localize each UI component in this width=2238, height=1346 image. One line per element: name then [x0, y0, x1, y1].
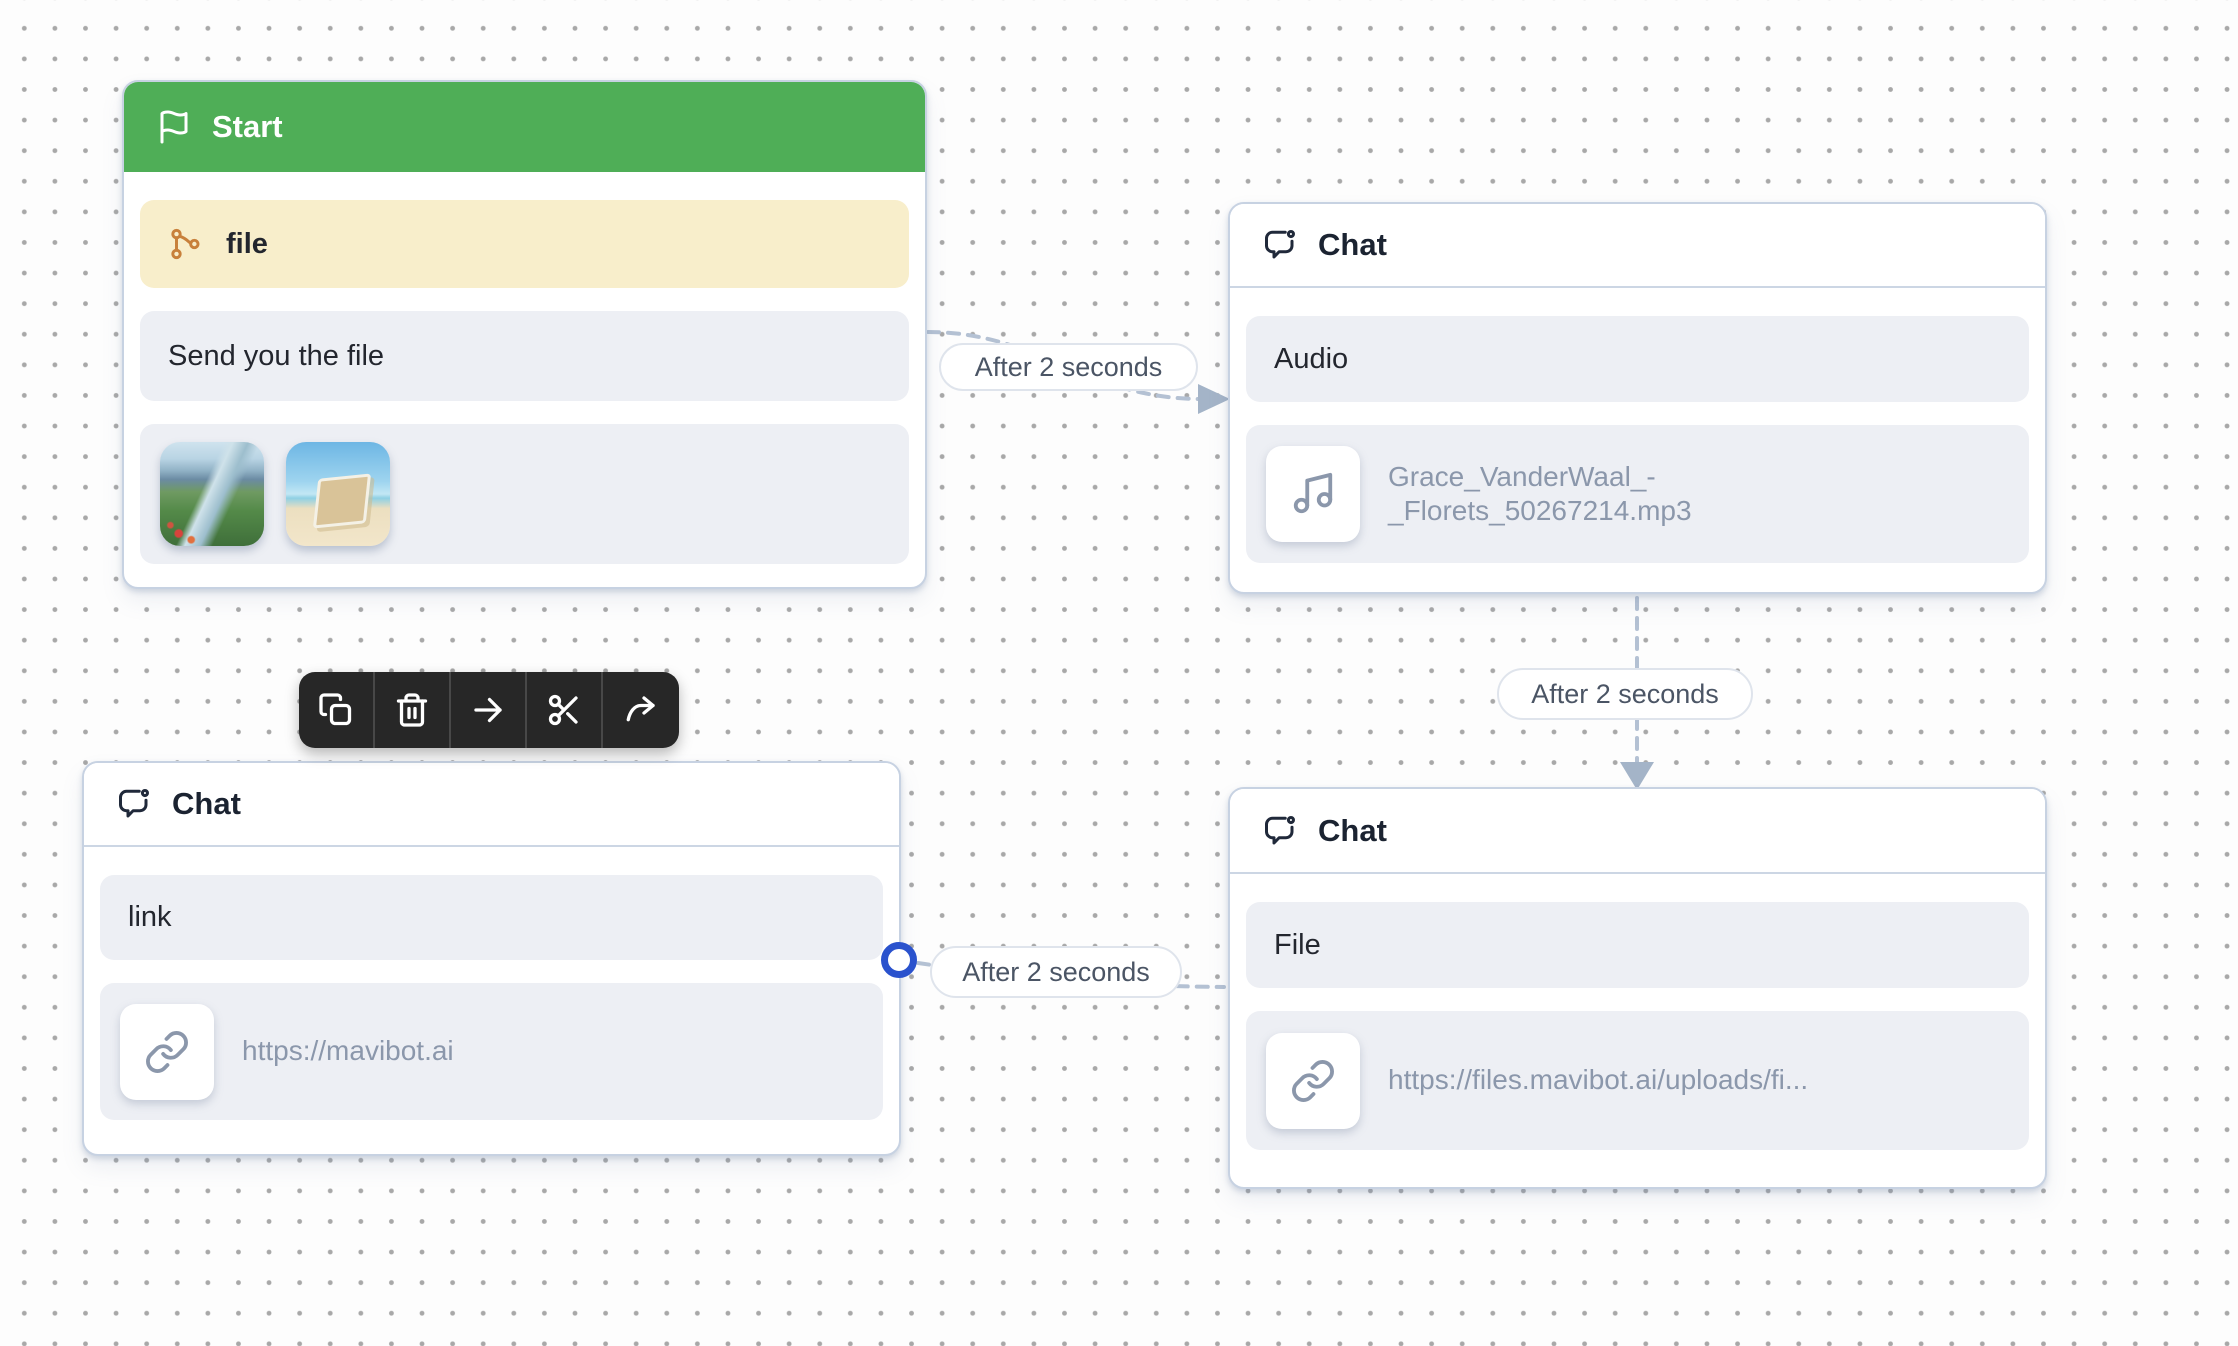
- node-chat-file[interactable]: Chat File https://files.mavibot.ai/uploa…: [1228, 787, 2047, 1189]
- link-icon: [120, 1003, 214, 1100]
- start-message-row[interactable]: Send you the file: [140, 311, 909, 401]
- node-chat-audio-title: Chat: [1318, 227, 1387, 262]
- edge-label-link-to-file[interactable]: After 2 seconds: [930, 946, 1182, 998]
- node-chat-file-header: Chat: [1230, 789, 2045, 874]
- branch-icon: [168, 227, 202, 261]
- chat-bubble-icon: [116, 786, 152, 822]
- node-start-body: file Send you the file: [124, 172, 925, 587]
- start-trigger-label: file: [226, 227, 268, 260]
- edge-label-text: After 2 seconds: [974, 351, 1163, 382]
- music-icon: [1266, 446, 1360, 542]
- node-chat-file-body: File https://files.mavibot.ai/uploads/fi…: [1230, 874, 2045, 1174]
- node-chat-audio-header: Chat: [1230, 204, 2045, 288]
- delete-button[interactable]: [375, 672, 451, 748]
- flag-icon: [156, 109, 192, 145]
- chat-link-type-row[interactable]: link: [100, 875, 883, 960]
- start-attachments-row[interactable]: [140, 424, 909, 564]
- chat-file-url-row[interactable]: https://files.mavibot.ai/uploads/fi...: [1246, 1011, 2029, 1150]
- chat-link-url-row[interactable]: https://mavibot.ai: [100, 983, 883, 1120]
- share-button[interactable]: [603, 672, 679, 748]
- chat-audio-type-label: Audio: [1274, 342, 1349, 375]
- chat-audio-file-name: Grace_VanderWaal_- _Florets_50267214.mp3: [1388, 460, 1692, 528]
- edge-label-start-to-audio[interactable]: After 2 seconds: [939, 343, 1198, 391]
- node-chat-audio-body: Audio Grace_VanderWaal_- _Florets_502672…: [1230, 288, 2045, 587]
- node-chat-link-body: link https://mavibot.ai: [84, 847, 899, 1144]
- move-button[interactable]: [451, 672, 527, 748]
- chat-link-type-label: link: [128, 901, 172, 933]
- chat-audio-file-name-line1: Grace_VanderWaal_-: [1388, 460, 1656, 492]
- node-chat-audio[interactable]: Chat Audio Grace_VanderWaal_- _Florets_5…: [1228, 202, 2047, 594]
- node-chat-link-title: Chat: [172, 786, 241, 821]
- chat-audio-type-row[interactable]: Audio: [1246, 316, 2029, 402]
- scissors-icon: [546, 692, 582, 728]
- chat-file-url: https://files.mavibot.ai/uploads/fi...: [1388, 1064, 1809, 1096]
- node-start-title: Start: [212, 109, 283, 144]
- node-chat-link[interactable]: Chat link https://mavibot.ai: [82, 761, 901, 1156]
- arrow-right-icon: [470, 692, 506, 728]
- forward-arrow-icon: [623, 692, 659, 728]
- node-chat-file-title: Chat: [1318, 812, 1387, 848]
- beach-chair-photo[interactable]: [286, 442, 390, 546]
- chat-link-url: https://mavibot.ai: [242, 1035, 454, 1067]
- node-start[interactable]: Start file Send you the file: [122, 80, 927, 589]
- trash-icon: [394, 692, 430, 728]
- mountain-stream-photo[interactable]: [160, 442, 264, 546]
- chat-audio-file-name-line2: _Florets_50267214.mp3: [1388, 495, 1692, 526]
- copy-icon: [318, 692, 354, 728]
- edge-label-text: After 2 seconds: [962, 956, 1150, 987]
- chat-audio-file-row[interactable]: Grace_VanderWaal_- _Florets_50267214.mp3: [1246, 425, 2029, 563]
- edge-label-audio-to-file[interactable]: After 2 seconds: [1497, 668, 1753, 720]
- chat-file-type-label: File: [1274, 928, 1321, 961]
- cut-button[interactable]: [527, 672, 603, 748]
- edge-label-text: After 2 seconds: [1531, 678, 1719, 709]
- start-message-text: Send you the file: [168, 339, 385, 372]
- chat-bubble-icon: [1262, 227, 1298, 263]
- start-trigger-row[interactable]: file: [140, 200, 909, 288]
- node-toolbar: [299, 672, 679, 748]
- edge-start-to-audio-arrowhead: [1198, 384, 1230, 414]
- copy-button[interactable]: [299, 672, 375, 748]
- link-icon: [1266, 1032, 1360, 1129]
- edge-audio-to-file-arrowhead: [1620, 762, 1654, 790]
- chat-file-type-row[interactable]: File: [1246, 902, 2029, 988]
- chat-bubble-icon: [1262, 813, 1298, 849]
- node-start-header: Start: [124, 82, 925, 172]
- node-chat-link-header: Chat: [84, 763, 899, 847]
- connection-handle[interactable]: [881, 942, 917, 978]
